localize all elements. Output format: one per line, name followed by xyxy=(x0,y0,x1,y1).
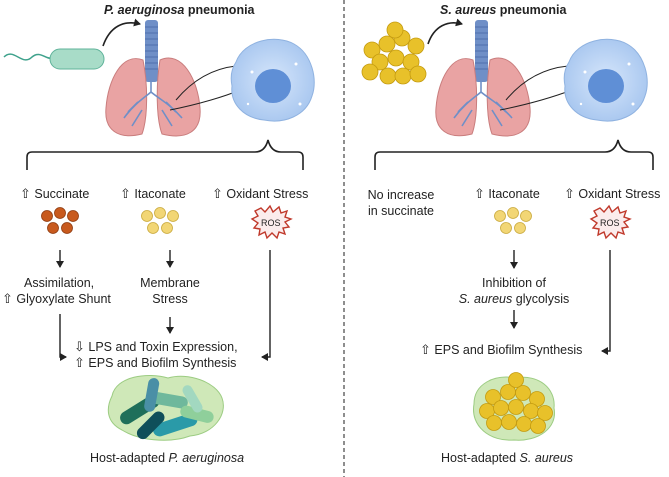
macrophage-icon xyxy=(563,38,648,122)
right-no-succinate-text: No increase in succinate xyxy=(367,188,435,218)
right-ros-label: ROS xyxy=(600,218,620,228)
right-outcome-text: ⇧ EPS and Biofilm Synthesis xyxy=(420,342,583,358)
macrophage-icon xyxy=(230,38,315,122)
down-arrow-icon xyxy=(510,250,611,355)
right-panel-title: S. aureus pneumonia xyxy=(440,3,566,17)
increase-arrow-icon: ⇧ xyxy=(474,186,485,201)
left-succinate-label: ⇧ Succinate xyxy=(20,186,90,202)
increase-arrow-icon: ⇧ xyxy=(20,186,31,201)
right-inhibition-text: Inhibition of S. aureus glycolysis xyxy=(458,276,570,306)
right-title-suffix: pneumonia xyxy=(496,3,567,17)
right-footer-label: Host-adapted S. aureus xyxy=(441,451,574,465)
itaconate-molecules-icon xyxy=(141,207,179,234)
rod-bacterium-icon xyxy=(3,48,105,70)
increase-arrow-icon: ⇧ xyxy=(2,291,13,306)
biofilm-icon xyxy=(107,375,224,441)
succinate-molecules-icon xyxy=(41,207,79,234)
right-title-species: S. aureus xyxy=(440,3,497,17)
left-outcome-text: ⇩ LPS and Toxin Expression, ⇧ EPS and Bi… xyxy=(74,339,238,370)
left-membrane-text: Membrane Stress xyxy=(140,276,200,306)
right-itaconate-label: ⇧ Itaconate xyxy=(474,186,540,202)
left-panel-title: P. aeruginosa pneumonia xyxy=(104,3,255,17)
left-title-species: P. aeruginosa xyxy=(104,3,185,17)
biofilm-icon xyxy=(473,372,555,441)
down-arrow-icon xyxy=(56,250,271,361)
brace-icon xyxy=(26,139,304,170)
increase-arrow-icon: ⇧ xyxy=(420,342,431,357)
increase-arrow-icon: ⇧ xyxy=(212,186,223,201)
ros-burst-icon xyxy=(589,204,632,240)
left-itaconate-label: ⇧ Itaconate xyxy=(120,186,186,202)
itaconate-molecules-icon xyxy=(494,207,532,234)
increase-arrow-icon: ⇧ xyxy=(120,186,131,201)
left-assimilation-text: Assimilation, ⇧ Glyoxylate Shunt xyxy=(2,276,111,306)
right-oxidant-label: ⇧ Oxidant Stress xyxy=(564,186,661,202)
left-oxidant-label: ⇧ Oxidant Stress xyxy=(212,186,309,202)
decrease-arrow-icon: ⇩ xyxy=(74,339,85,354)
brace-icon xyxy=(374,139,654,170)
curved-arrow-icon xyxy=(102,18,141,47)
staph-cluster-icon xyxy=(361,21,427,85)
ros-burst-icon xyxy=(250,204,293,240)
lungs-icon xyxy=(435,20,531,137)
left-footer-label: Host-adapted P. aeruginosa xyxy=(90,451,245,465)
curved-arrow-icon xyxy=(427,18,463,45)
lungs-icon xyxy=(105,20,201,137)
left-title-suffix: pneumonia xyxy=(184,3,255,17)
left-ros-label: ROS xyxy=(261,218,281,228)
increase-arrow-icon: ⇧ xyxy=(74,355,85,370)
increase-arrow-icon: ⇧ xyxy=(564,186,575,201)
